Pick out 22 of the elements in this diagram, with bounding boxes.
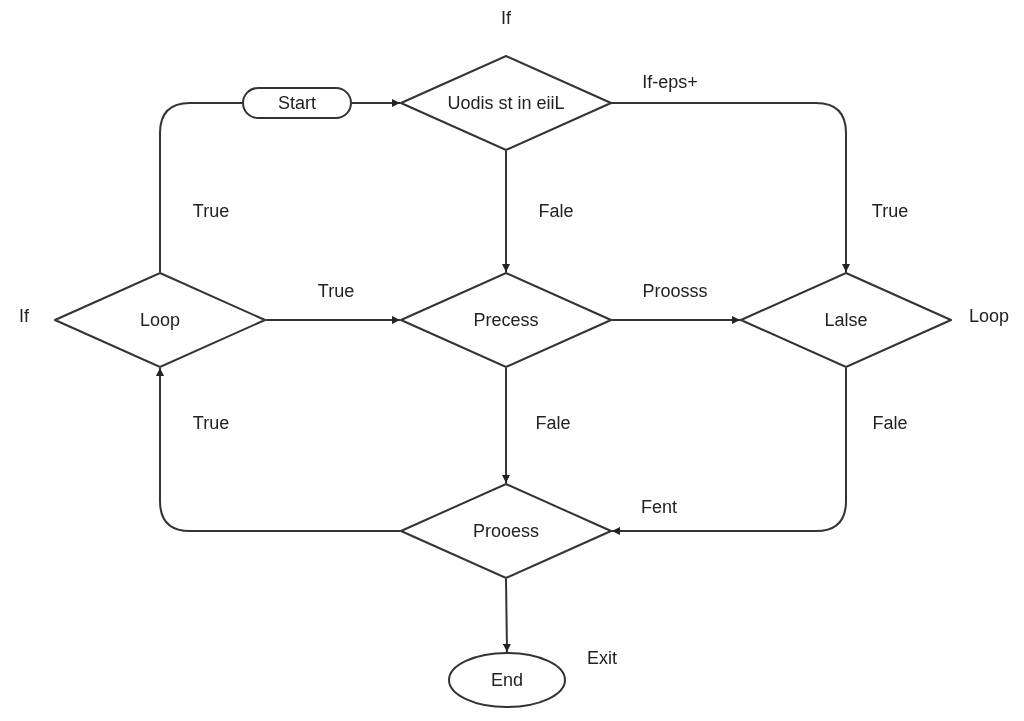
connector-arrow [265, 316, 401, 324]
connector-arrow [502, 150, 510, 273]
annotation-text: Exit [587, 646, 617, 670]
node-label: End [491, 668, 523, 692]
connector-arrow [351, 99, 401, 107]
annotation-text: If [19, 304, 29, 328]
connector-arrow [611, 316, 741, 324]
annotation-text: Fent [641, 495, 677, 519]
node-label: Lalse [824, 308, 868, 332]
node-label: Precess [473, 308, 539, 332]
node-label: Start [278, 91, 316, 115]
connector-arrow [611, 102, 850, 273]
connector-arrow [156, 367, 401, 532]
annotation-text: If-eps+ [642, 70, 698, 94]
annotation-text: Loop [969, 304, 1009, 328]
node-label: Loop [139, 308, 180, 332]
connector-arrow [502, 367, 510, 484]
connector-arrow [611, 367, 847, 535]
node-label: Uodis st in eiiL [447, 91, 565, 115]
node-label: Prooess [472, 519, 539, 543]
annotation-text: If [501, 6, 511, 30]
connector-arrow [502, 578, 511, 653]
